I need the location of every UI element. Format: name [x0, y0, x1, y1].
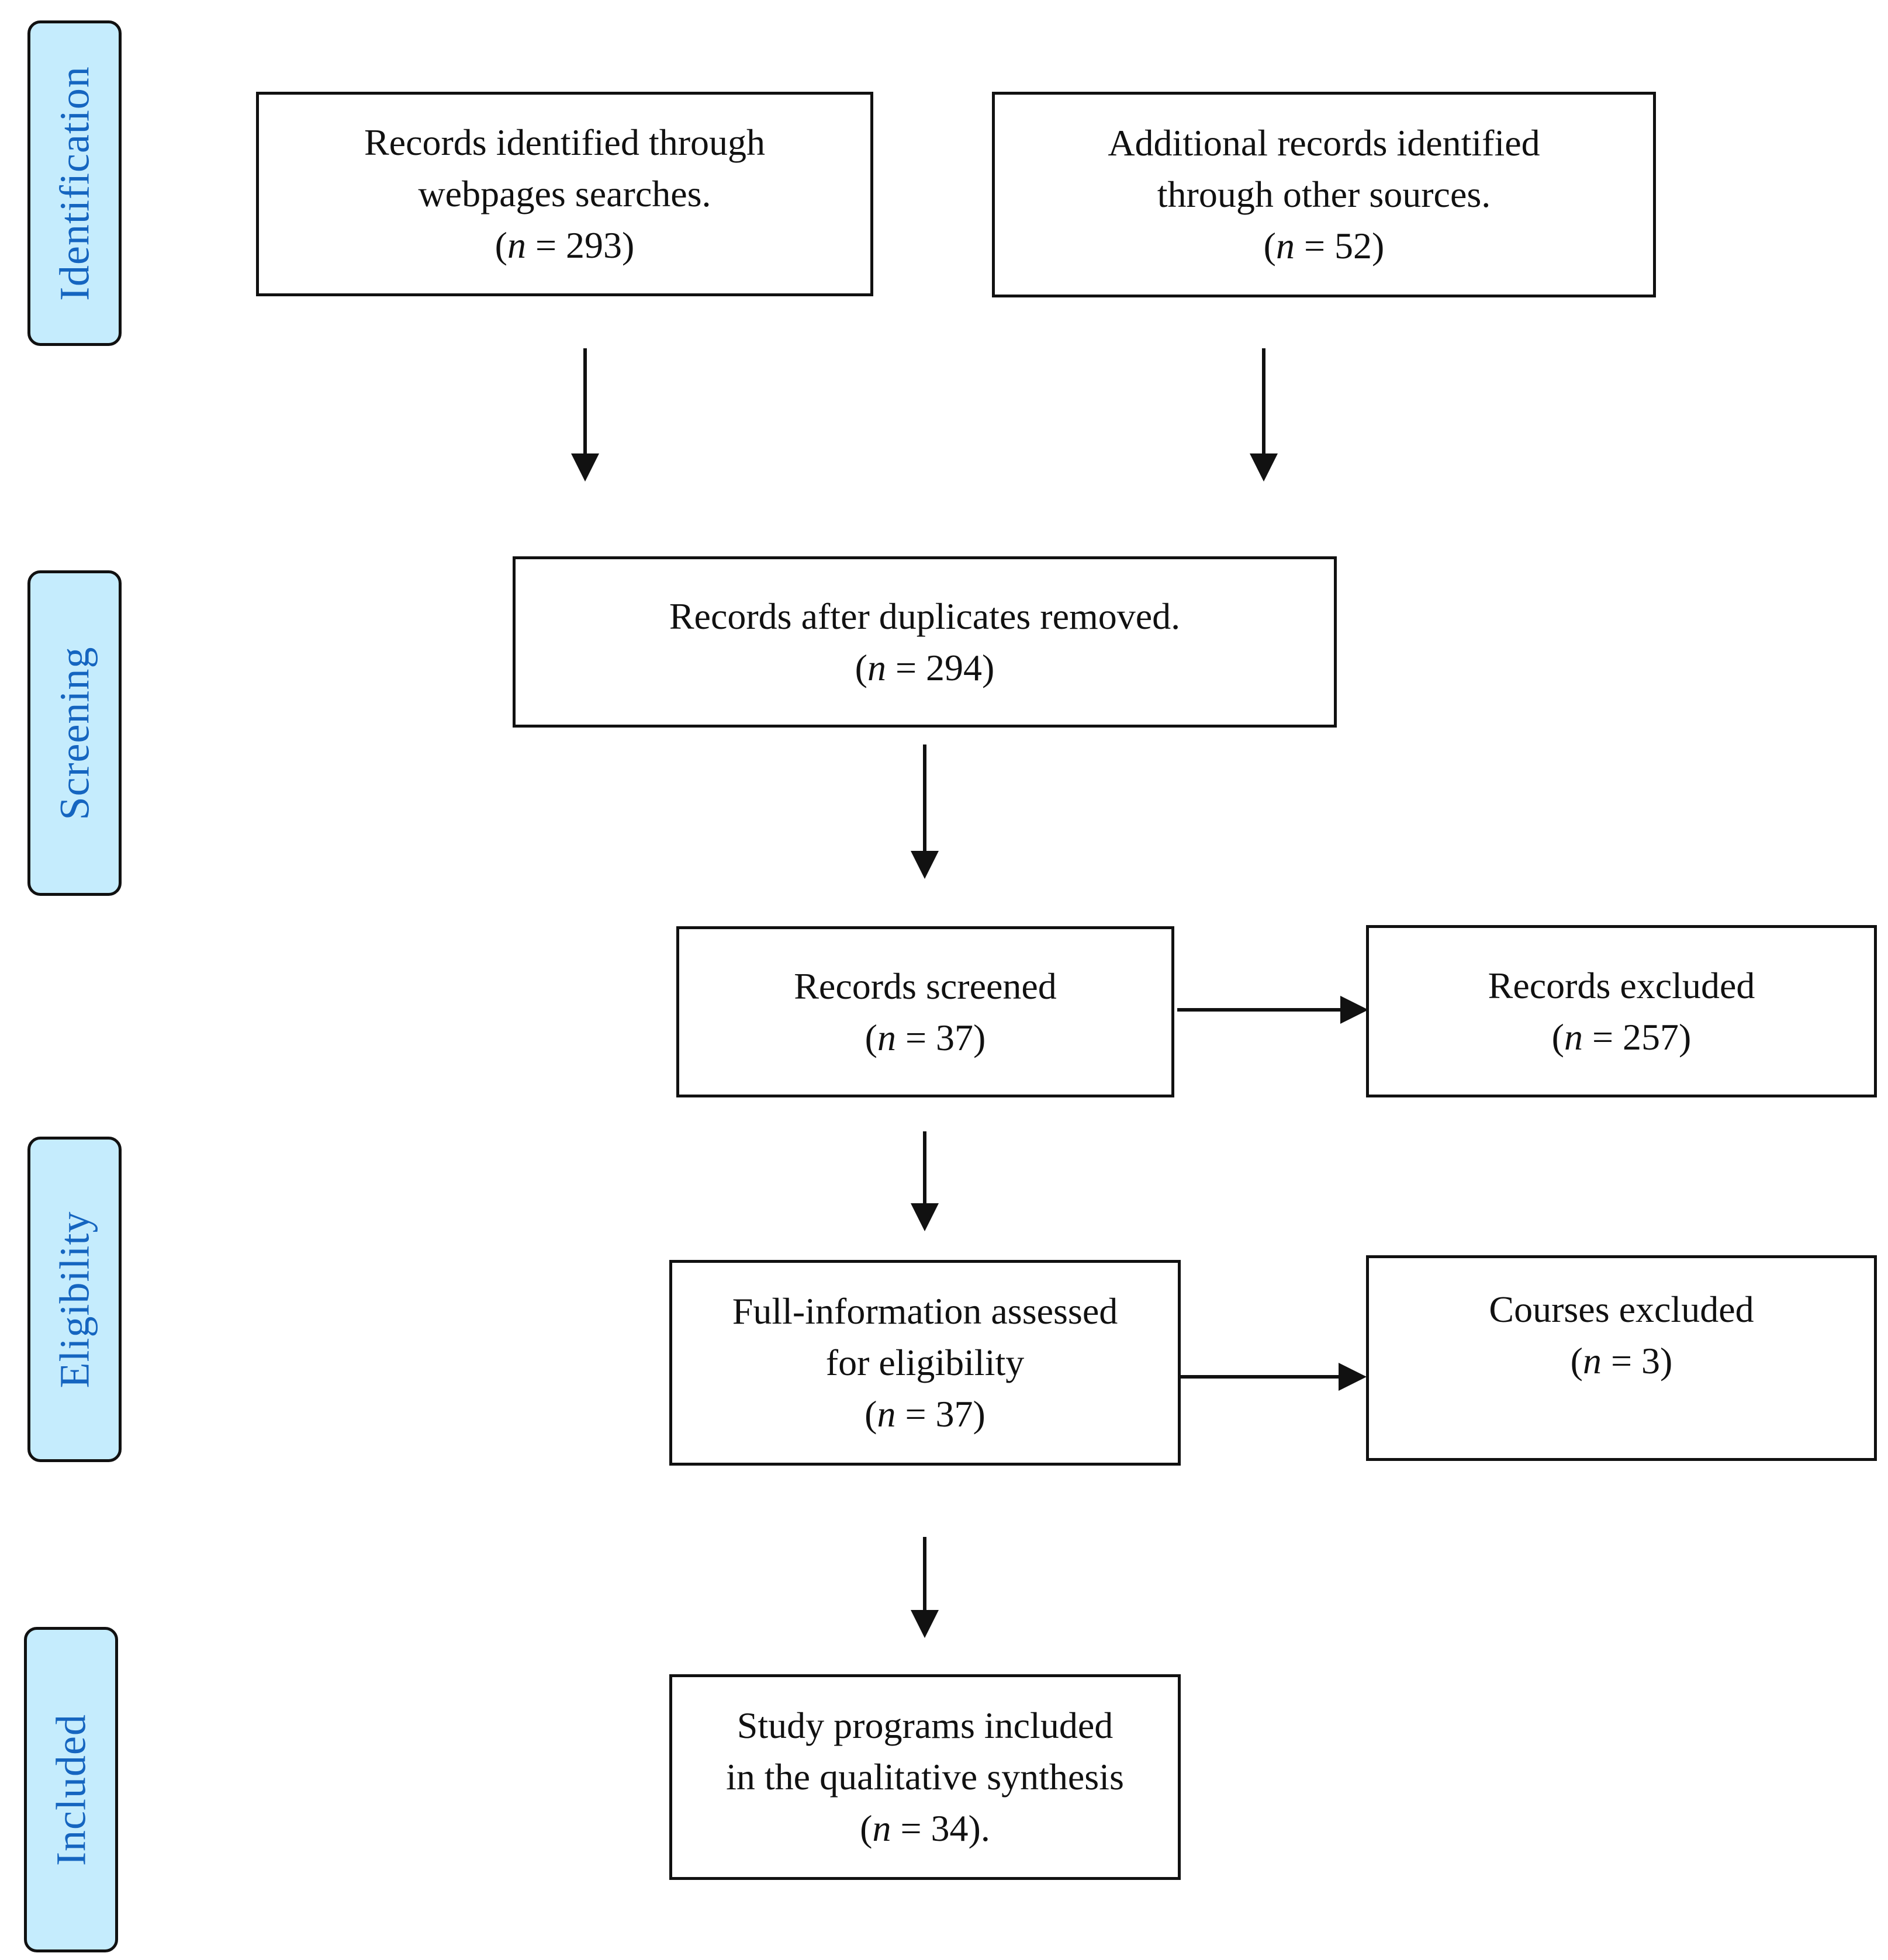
box-records-screened: Records screened (n = 37)	[676, 926, 1174, 1097]
open-paren: (	[1570, 1340, 1583, 1381]
count-value: = 3)	[1610, 1340, 1673, 1381]
box-text-line: Records excluded	[1488, 964, 1755, 1006]
box-studies-included: Study programs included in the qualitati…	[669, 1674, 1181, 1880]
stage-tab-identification: Identification	[27, 20, 122, 346]
box-text-line: in the qualitative synthesis	[726, 1756, 1124, 1798]
n-symbol: n	[1564, 1016, 1583, 1058]
count-label: (n = 294)	[855, 642, 995, 694]
open-paren: (	[855, 646, 867, 688]
box-text-line: Full-information assessed	[732, 1290, 1118, 1332]
box-text-line: Courses excluded	[1489, 1289, 1754, 1330]
open-paren: (	[1551, 1016, 1564, 1058]
count-value: = 294)	[895, 646, 995, 688]
box-text-line: Study programs included	[736, 1705, 1114, 1746]
open-paren: (	[1263, 225, 1276, 266]
box-assessed-eligibility: Full-information assessed for eligibilit…	[669, 1260, 1181, 1466]
n-symbol: n	[1582, 1340, 1602, 1381]
n-symbol: n	[507, 224, 526, 266]
n-symbol: n	[867, 646, 886, 688]
open-paren: (	[865, 1393, 877, 1435]
count-value: = 37)	[905, 1393, 986, 1435]
stage-tab-included: Included	[24, 1627, 118, 1952]
box-text-line: webpages searches.	[418, 173, 711, 214]
box-text-line: for eligibility	[825, 1342, 1025, 1383]
box-records-other-sources: Additional records identified through ot…	[992, 92, 1656, 297]
count-label: (n = 3)	[1571, 1335, 1673, 1387]
box-records-webpages: Records identified through webpages sear…	[256, 92, 873, 296]
box-text-line: through other sources.	[1157, 174, 1491, 215]
open-paren: (	[865, 1016, 877, 1058]
count-value: = 52)	[1303, 225, 1385, 266]
count-label: (n = 34).	[860, 1803, 990, 1854]
count-label: (n = 257)	[1552, 1012, 1692, 1063]
count-label: (n = 37)	[865, 1388, 986, 1440]
box-records-excluded: Records excluded (n = 257)	[1366, 925, 1877, 1097]
count-value: = 257)	[1592, 1016, 1692, 1058]
count-value: = 37)	[905, 1016, 986, 1058]
n-symbol: n	[872, 1807, 891, 1849]
count-value: = 34).	[900, 1807, 990, 1849]
box-courses-excluded: Courses excluded (n = 3)	[1366, 1255, 1877, 1461]
box-text-line: Additional records identified	[1108, 122, 1540, 164]
count-label: (n = 37)	[865, 1012, 986, 1064]
n-symbol: n	[877, 1393, 896, 1435]
stage-tab-eligibility: Eligibility	[27, 1137, 122, 1462]
stage-tab-screening: Screening	[27, 570, 122, 896]
count-label: (n = 293)	[495, 220, 635, 271]
count-label: (n = 52)	[1264, 220, 1385, 272]
box-text-line: Records after duplicates removed.	[669, 595, 1181, 637]
box-text-line: Records identified through	[364, 122, 766, 163]
open-paren: (	[860, 1807, 873, 1849]
box-text-line: Records screened	[794, 965, 1057, 1007]
box-records-deduplicated: Records after duplicates removed. (n = 2…	[513, 556, 1337, 728]
n-symbol: n	[877, 1016, 896, 1058]
n-symbol: n	[1275, 225, 1295, 266]
count-value: = 293)	[535, 224, 635, 266]
open-paren: (	[495, 224, 507, 266]
